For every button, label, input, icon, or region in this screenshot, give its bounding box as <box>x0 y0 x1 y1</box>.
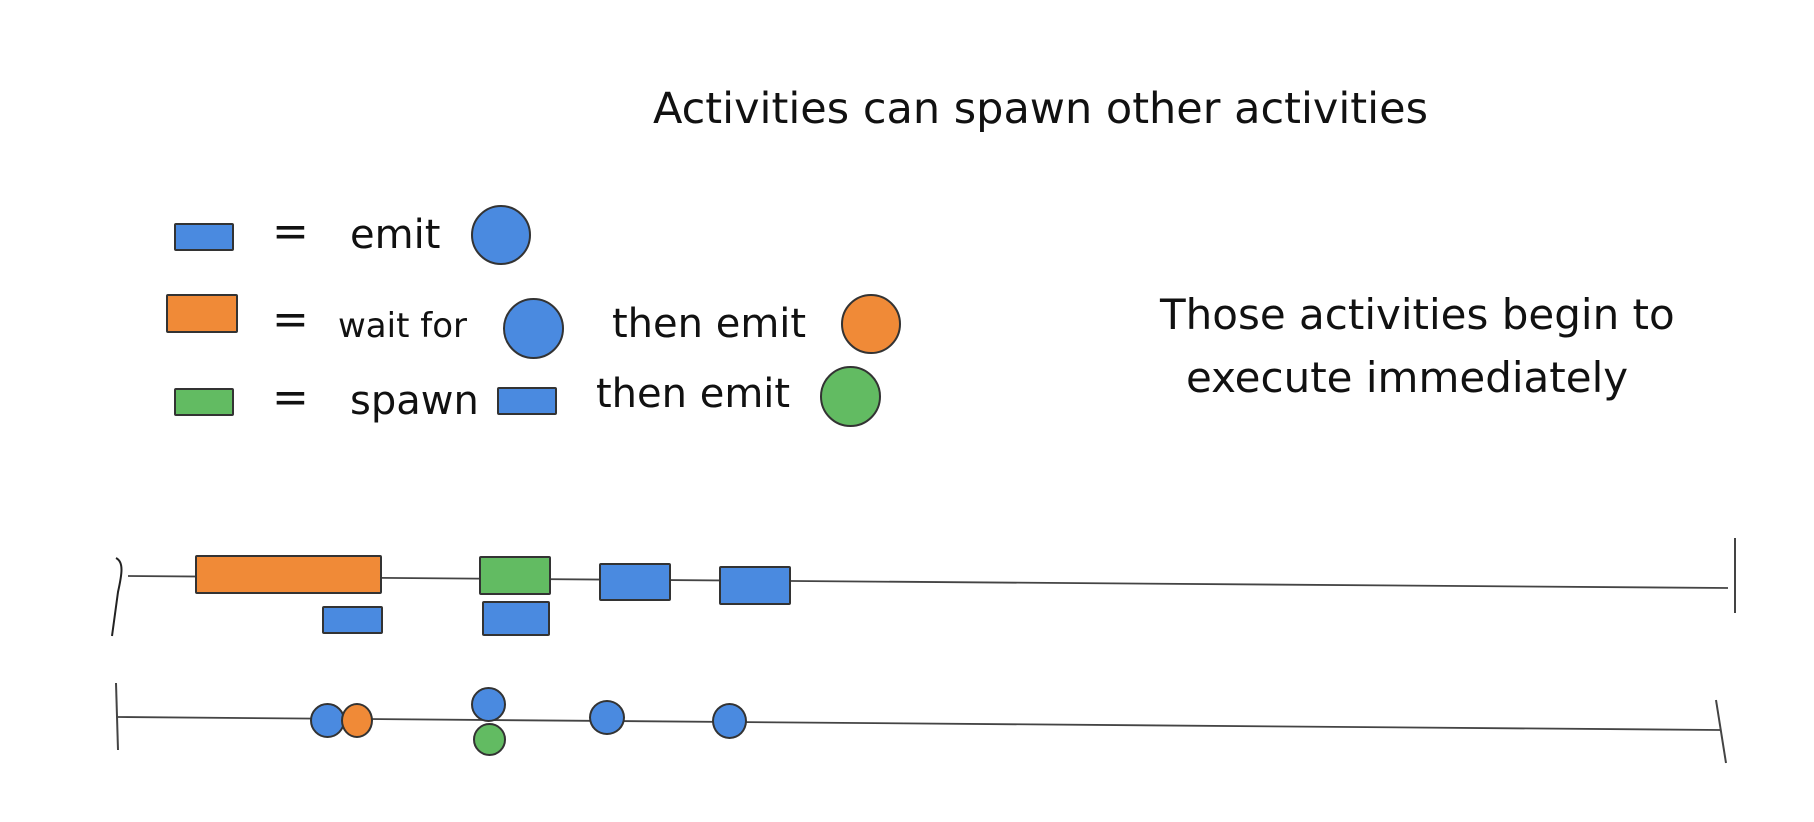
event-blue-circle <box>712 703 747 739</box>
legend-then-emit-label-1: then emit <box>612 301 807 347</box>
legend-equals-3: = <box>272 372 309 423</box>
legend-equals-1: = <box>272 206 309 257</box>
legend-spawn-box <box>174 388 234 416</box>
event-blue-circle <box>589 700 625 735</box>
activity-emit-blue-spawned-2 <box>482 601 550 636</box>
legend-wait-box <box>166 294 238 333</box>
activity-emit-blue <box>599 563 671 601</box>
legend-blue-circle <box>471 205 531 265</box>
activity-wait-orange <box>195 555 382 594</box>
event-timeline-end-tick <box>1715 699 1727 764</box>
legend-green-circle <box>820 366 881 427</box>
activity-emit-blue <box>719 566 791 605</box>
legend-wait-blue-circle <box>503 298 564 359</box>
event-green-circle <box>473 723 506 756</box>
activity-spawn-green <box>479 556 551 595</box>
legend-equals-2: = <box>272 294 309 345</box>
activity-timeline-start-tick <box>111 557 123 637</box>
legend-spawned-blue-box <box>497 387 557 415</box>
legend-orange-circle <box>841 294 901 354</box>
legend-then-emit-label-2: then emit <box>596 371 791 417</box>
note-line-2: execute immediately <box>1186 353 1629 402</box>
event-timeline-start-tick <box>115 682 119 751</box>
activity-emit-blue-spawned <box>322 606 383 634</box>
legend-emit-box <box>174 223 234 251</box>
legend-emit-label: emit <box>350 212 441 258</box>
activity-timeline-axis <box>127 575 1729 589</box>
event-orange-circle <box>341 703 373 738</box>
note-line-1: Those activities begin to <box>1160 290 1675 339</box>
event-blue-circle <box>471 687 506 722</box>
event-blue-circle <box>310 703 345 738</box>
legend-spawn-label: spawn <box>350 378 479 424</box>
diagram-title: Activities can spawn other activities <box>653 84 1428 134</box>
legend-wait-for-label: wait for <box>338 306 467 346</box>
event-timeline-axis <box>117 716 1721 731</box>
